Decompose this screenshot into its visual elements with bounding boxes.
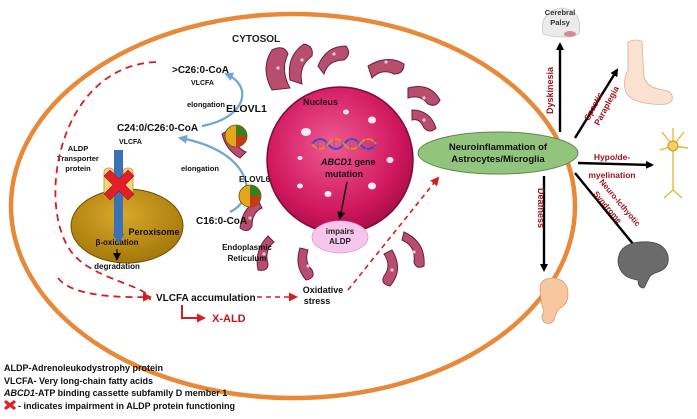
brain-top-icon (542, 7, 580, 38)
elovl1-label: ELOVL1 (226, 103, 267, 115)
legend-impairment-text: - indicates impairment in ALDP protein f… (18, 400, 236, 411)
impairs-aldp-bubble (311, 220, 369, 254)
er-dots (248, 52, 426, 272)
vlcfa-accumulation-label: VLCFA accumulation (156, 293, 256, 304)
cytosol-label: CYTOSOL (232, 34, 280, 45)
cerebral-label-1: Cerebral (545, 8, 575, 17)
gene-label: ABCD1 gene (320, 157, 376, 167)
legend-abcd1: ABCD1-ATP binding cassette subfamily D m… (4, 387, 304, 400)
elovl6-enzyme-icon (238, 184, 262, 208)
legend-impairment: - indicates impairment in ALDP protein f… (4, 399, 304, 413)
neuron-body (667, 140, 679, 152)
cerebral-label-2: Palsy (550, 18, 570, 27)
legend-abcd1-gene: ABCD1 (4, 388, 36, 398)
impairs-label: impairs (326, 227, 355, 236)
neuroinflammation-label-1: Neuroinflammation of (449, 142, 548, 153)
er-label-line1: Endoplasmic (222, 243, 272, 252)
elovl6-label: ELOVL6 (239, 175, 271, 184)
neuroinflammation-node (417, 131, 579, 175)
arrow-to-neuro-ichthyotic (574, 172, 640, 252)
elongation-bottom-label: elongation (181, 164, 219, 173)
elongation-top-label: elongation (187, 100, 225, 109)
nucleus-pores (297, 109, 394, 197)
legend-x-icon (4, 399, 16, 410)
aldp-transporter-label-2: Transporter (57, 154, 99, 163)
xald-label: X-ALD (212, 313, 246, 325)
dashed-feedback-path (54, 61, 157, 301)
legend-abcd1-rest: -ATP binding cassette subfamily D member… (35, 388, 228, 398)
c24-label: C24:0/C26:0-CoA (117, 123, 198, 134)
nucleus-label: Nucleus (303, 97, 338, 107)
oxidative-label-1: Oxidative (303, 285, 344, 295)
c26-label: >C26:0-CoA (172, 65, 229, 76)
elongation-arrow-bottom (178, 134, 248, 213)
foot-icon (624, 39, 673, 105)
elovl1-enzyme-icon (224, 124, 248, 148)
gene-suffix: gene (352, 157, 376, 167)
hypo-label-2: myelination (588, 170, 635, 180)
peroxisome-label: Peroxisome (128, 227, 179, 237)
arrow-to-spastic-paraplegia (573, 68, 619, 139)
oxidative-label-2: stress (304, 296, 331, 306)
deafness-label: Deafness (536, 188, 546, 228)
dna-helix-icon (311, 138, 377, 150)
arrow-to-myelination (577, 160, 654, 169)
vlcfa-top-label: VLCFA (191, 80, 214, 87)
gene-name: ABCD1 (320, 157, 352, 167)
beta-oxidation-label: β-oxidation (95, 238, 138, 247)
er-label-line2: Reticulum (228, 254, 267, 263)
gene-mutation-label: mutation (325, 169, 363, 179)
degradation-label: degradation (94, 262, 140, 271)
neuroinflammation-label-2: Astrocytes/Microglia (451, 154, 545, 165)
aldp-transporter-label-1: ALDP (68, 144, 88, 153)
legend-vlcfa: VLCFA- Very long-chain fatty acids (4, 375, 154, 386)
aldp-transporter-label-3: protein (65, 164, 91, 173)
elongation-arrow-top (201, 72, 244, 128)
stress-to-neuro-arrow (347, 176, 440, 291)
xald-arrow (181, 305, 206, 323)
c16-label: C16:0-CoA (196, 216, 247, 227)
ear-icon (539, 277, 569, 324)
vlcfa-mid-label: VLCFA (119, 139, 142, 146)
impairment-x-icon (103, 169, 135, 201)
hypo-label-1: Hypo/de- (594, 152, 631, 162)
legend-aldp: ALDP-Adrenoleukodystrophy protein (4, 363, 164, 373)
gene-to-aldp-arrow (337, 181, 348, 220)
neuron-icon (659, 128, 689, 199)
brain-side-icon (617, 241, 669, 289)
peroxisome (70, 188, 184, 264)
impairs-aldp-label: ALDP (329, 237, 351, 246)
dyskinesia-label: Dyskinesia (545, 66, 555, 114)
dashed-to-vlcfa-arrow (57, 277, 152, 302)
legend: ALDP-Adrenoleukodystrophy protein VLCFA-… (4, 362, 304, 412)
cell-membrane (8, 11, 578, 401)
